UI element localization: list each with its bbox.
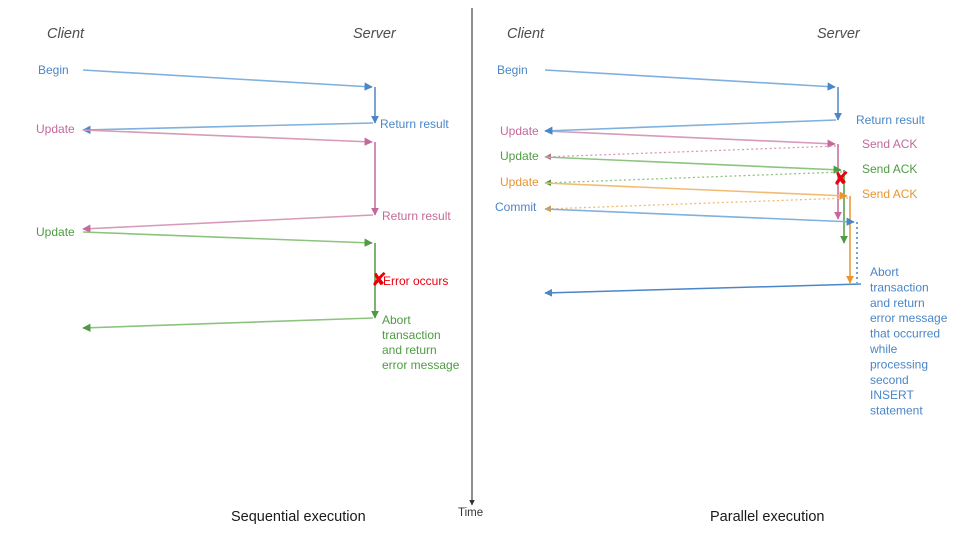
client-message-label: Update	[500, 175, 539, 189]
panel-caption-sequential: Sequential execution	[231, 509, 366, 525]
error-x-icon: ✘	[371, 270, 387, 291]
abort-note-line: processing	[870, 357, 928, 371]
client-message-label: Commit	[495, 200, 537, 214]
abort-return-arrow	[544, 283, 862, 297]
reply-label: Send ACK	[862, 162, 917, 176]
abort-note-line: Abort	[870, 265, 899, 279]
request-arrow	[544, 130, 836, 148]
client-message-label: Update	[500, 149, 539, 163]
client-message-label: Begin	[497, 63, 528, 77]
return-result-arrow	[544, 119, 837, 135]
response-arrow	[82, 214, 374, 233]
message-group-update-1	[544, 130, 842, 220]
abort-note-line: and return	[382, 343, 437, 357]
request-arrow	[544, 208, 855, 226]
client-message-label: Update	[36, 122, 75, 136]
abort-note-line: transaction	[870, 280, 929, 294]
response-arrow	[82, 317, 374, 332]
reply-label: Return result	[382, 209, 451, 223]
error-occurs-label: Error occurs	[383, 274, 448, 288]
request-arrow	[544, 182, 848, 200]
abort-note-line: second	[870, 373, 909, 387]
ack-return-arrow	[544, 145, 837, 161]
message-group-begin-0	[544, 69, 842, 121]
time-axis-label: Time	[458, 507, 483, 519]
time-axis-group: Time	[458, 8, 483, 519]
reply-label: Return result	[380, 117, 449, 131]
reply-label: Send ACK	[862, 137, 917, 151]
reply-label: Send ACK	[862, 187, 917, 201]
message-group-update-2	[544, 156, 848, 244]
message-group-update-3	[544, 182, 854, 284]
abort-note-line: that occurred	[870, 327, 940, 341]
actor-label-client: Client	[47, 26, 85, 42]
message-group-update-2	[82, 231, 379, 332]
request-arrow	[82, 231, 373, 247]
request-arrow	[544, 69, 836, 91]
abort-note-line: and return	[870, 296, 925, 310]
abort-note-line: statement	[870, 404, 923, 418]
actor-label-server: Server	[817, 26, 861, 42]
abort-note-line: Abort	[382, 313, 411, 327]
abort-note-line: transaction	[382, 328, 441, 342]
message-group-commit-4	[544, 208, 858, 283]
abort-note-line: error message	[382, 358, 460, 372]
client-message-label: Update	[36, 225, 75, 239]
request-arrow	[82, 129, 373, 146]
panel-caption-parallel: Parallel execution	[710, 509, 824, 525]
message-group-begin-0	[82, 69, 379, 134]
message-group-update-1	[82, 129, 379, 233]
client-message-label: Begin	[38, 63, 69, 77]
abort-note-line: while	[869, 342, 898, 356]
abort-note-line: INSERT	[870, 388, 914, 402]
error-x-icon: ✘	[833, 169, 849, 190]
ack-return-arrow	[544, 197, 849, 213]
response-arrow	[82, 122, 374, 134]
actor-label-server: Server	[353, 26, 397, 42]
client-message-label: Update	[500, 124, 539, 138]
ack-return-arrow	[544, 171, 843, 187]
actor-label-client: Client	[507, 26, 545, 42]
request-arrow	[544, 156, 842, 174]
abort-note-line: error message	[870, 311, 948, 325]
reply-label: Return result	[856, 113, 925, 127]
request-arrow	[82, 69, 373, 91]
